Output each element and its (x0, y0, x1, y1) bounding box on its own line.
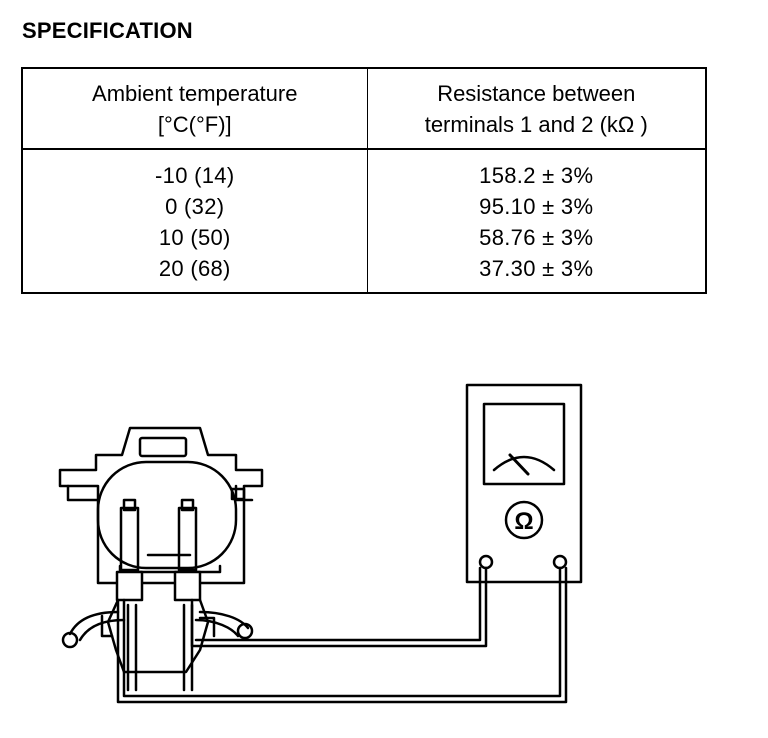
ohmmeter-icon (465, 383, 583, 584)
column-header-line: Resistance between (437, 80, 636, 106)
temperature-cell: 20 (68) (21, 253, 368, 293)
table-row: -10 (14) 158.2 ± 3% (21, 149, 707, 191)
table-header-row: Ambient temperature [°C(°F)] Resistance … (21, 68, 707, 150)
table-row: 10 (50) 58.76 ± 3% (21, 222, 707, 253)
test-leads (116, 566, 568, 704)
specification-table: Ambient temperature [°C(°F)] Resistance … (21, 67, 707, 294)
temperature-cell: 10 (50) (21, 222, 368, 253)
table-row: 0 (32) 95.10 ± 3% (21, 191, 707, 222)
column-header-line: Ambient temperature (92, 80, 298, 106)
temperature-cell: -10 (14) (21, 149, 368, 191)
column-header-line: terminals 1 and 2 (kΩ ) (424, 111, 648, 137)
ohm-symbol: Ω (514, 508, 533, 535)
column-header-temperature: Ambient temperature [°C(°F)] (21, 68, 368, 150)
resistance-cell: 58.76 ± 3% (366, 222, 707, 253)
table-row: 20 (68) 37.30 ± 3% (21, 253, 707, 293)
column-header-line: [°C(°F)] (157, 111, 232, 137)
sensor-connector-icon (58, 426, 264, 692)
page-title: SPECIFICATION (22, 18, 193, 43)
measurement-diagram: Ω (58, 383, 583, 704)
resistance-cell: 37.30 ± 3% (366, 253, 707, 293)
temperature-cell: 0 (32) (21, 191, 368, 222)
resistance-cell: 158.2 ± 3% (366, 149, 707, 191)
resistance-cell: 95.10 ± 3% (366, 191, 707, 222)
column-header-resistance: Resistance between terminals 1 and 2 (kΩ… (366, 68, 707, 150)
